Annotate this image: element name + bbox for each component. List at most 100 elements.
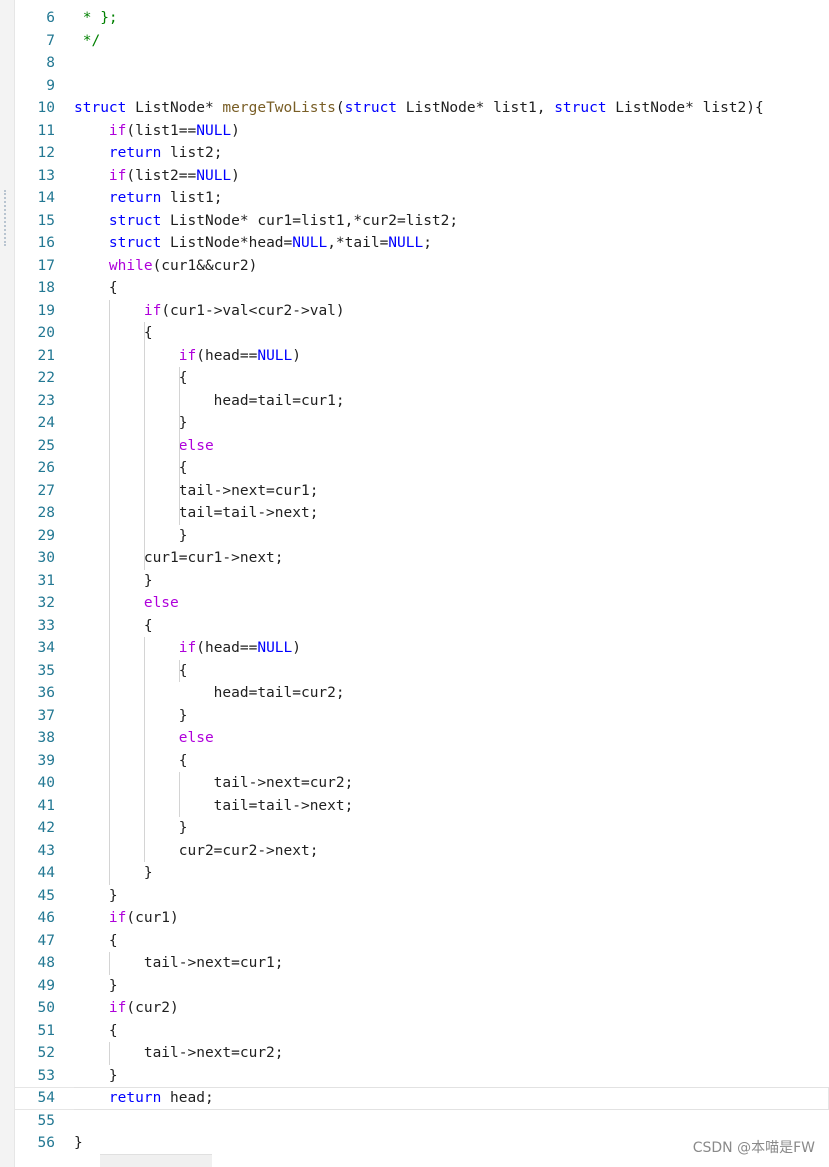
code-line[interactable]: 36 head=tail=cur2; xyxy=(14,682,829,705)
code-line[interactable]: 21 if(head==NULL) xyxy=(14,345,829,368)
code-line[interactable]: 6 * }; xyxy=(14,7,829,30)
indent-guide xyxy=(143,322,145,570)
code-line[interactable]: 8 xyxy=(14,52,829,75)
current-line-highlight xyxy=(74,1087,829,1110)
code-line[interactable]: 55 xyxy=(14,1110,829,1133)
code-text: { xyxy=(74,752,188,769)
code-line[interactable]: 13 if(list2==NULL) xyxy=(14,165,829,188)
code-line[interactable]: 17 while(cur1&&cur2) xyxy=(14,255,829,278)
line-number: 16 xyxy=(37,235,55,251)
code-line[interactable]: 25 else xyxy=(14,435,829,458)
code-line[interactable]: 7 */ xyxy=(14,30,829,53)
code-line[interactable]: 44 } xyxy=(14,862,829,885)
code-line[interactable]: 47 { xyxy=(14,930,829,953)
code-line[interactable]: 14 return list1; xyxy=(14,187,829,210)
code-text: { xyxy=(74,662,188,679)
code-line[interactable]: 38 else xyxy=(14,727,829,750)
code-line[interactable]: 50 if(cur2) xyxy=(14,997,829,1020)
code-line[interactable]: 11 if(list1==NULL) xyxy=(14,120,829,143)
code-line[interactable]: 41 tail=tail->next; xyxy=(14,795,829,818)
code-line[interactable]: 15 struct ListNode* cur1=list1,*cur2=lis… xyxy=(14,210,829,233)
code-line[interactable]: 28 tail=tail->next; xyxy=(14,502,829,525)
code-line[interactable]: 54 return head; xyxy=(14,1087,829,1110)
code-text: while(cur1&&cur2) xyxy=(108,257,258,274)
code-line[interactable]: 32 else xyxy=(14,592,829,615)
code-line[interactable]: 51 { xyxy=(14,1020,829,1043)
line-number: 18 xyxy=(37,280,55,296)
code-text: } xyxy=(74,865,153,881)
code-text: return list2; xyxy=(108,145,223,161)
code-line[interactable]: 24 } xyxy=(14,412,829,435)
code-line[interactable]: 29 } xyxy=(14,525,829,548)
code-line[interactable]: 27 tail->next=cur1; xyxy=(14,480,829,503)
indent-guide xyxy=(143,637,145,862)
code-line[interactable]: 40 tail->next=cur2; xyxy=(14,772,829,795)
line-number: 14 xyxy=(37,190,55,206)
line-number: 50 xyxy=(37,1000,55,1016)
code-line[interactable]: 37 } xyxy=(14,705,829,728)
indent-guide xyxy=(108,952,110,975)
code-text: cur2=cur2->next; xyxy=(74,842,319,859)
code-text: } xyxy=(74,1067,118,1084)
line-number: 19 xyxy=(37,302,55,319)
code-line[interactable]: 42 } xyxy=(14,817,829,840)
code-line[interactable]: 39 { xyxy=(14,750,829,773)
code-text: * }; xyxy=(74,10,118,26)
code-line[interactable]: 26 { xyxy=(14,457,829,480)
code-text: tail->next=cur2; xyxy=(74,1045,284,1061)
fold-indicator[interactable] xyxy=(4,190,10,246)
code-text: { xyxy=(74,1022,118,1039)
code-text: if(list1==NULL) xyxy=(108,122,240,139)
line-number: 45 xyxy=(37,887,55,904)
code-text: return head; xyxy=(108,1090,214,1106)
line-number: 12 xyxy=(37,145,55,161)
code-line[interactable]: 12 return list2; xyxy=(14,142,829,165)
line-number: 11 xyxy=(37,122,55,139)
line-number: 32 xyxy=(37,595,55,611)
code-line[interactable]: 34 if(head==NULL) xyxy=(14,637,829,660)
line-number: 48 xyxy=(37,955,55,971)
line-number: 31 xyxy=(37,572,55,589)
code-line[interactable]: 49 } xyxy=(14,975,829,998)
code-line[interactable]: 22 { xyxy=(14,367,829,390)
code-line[interactable]: 48 tail->next=cur1; xyxy=(14,952,829,975)
code-text: { xyxy=(74,932,118,949)
code-line[interactable]: 19 if(cur1->val<cur2->val) xyxy=(14,300,829,323)
line-number: 37 xyxy=(37,707,55,724)
code-line[interactable]: 52 tail->next=cur2; xyxy=(14,1042,829,1065)
code-text: struct ListNode* cur1=list1,*cur2=list2; xyxy=(108,212,459,229)
line-number: 41 xyxy=(37,797,55,814)
code-text: tail->next=cur1; xyxy=(74,482,319,499)
code-line[interactable]: 53 } xyxy=(14,1065,829,1088)
indent-guide xyxy=(178,659,180,682)
code-line[interactable]: 30 cur1=cur1->next; xyxy=(14,547,829,570)
line-number: 53 xyxy=(37,1067,55,1084)
code-line[interactable]: 18 { xyxy=(14,277,829,300)
line-number: 20 xyxy=(37,325,55,341)
horizontal-scrollbar[interactable] xyxy=(100,1154,212,1167)
code-text: else xyxy=(178,730,214,746)
editor-left-margin xyxy=(0,0,15,1167)
code-line[interactable]: 33 { xyxy=(14,615,829,638)
line-number: 44 xyxy=(37,865,55,881)
code-line[interactable]: 56} xyxy=(14,1132,829,1155)
code-text: return list1; xyxy=(108,190,223,206)
code-line[interactable]: 46 if(cur1) xyxy=(14,907,829,930)
code-text: } xyxy=(74,707,188,724)
code-text: if(cur1) xyxy=(108,910,179,926)
code-line[interactable]: 35 { xyxy=(14,660,829,683)
line-number: 40 xyxy=(37,775,55,791)
line-number: 51 xyxy=(37,1022,55,1039)
code-line[interactable]: 43 cur2=cur2->next; xyxy=(14,840,829,863)
indent-guide xyxy=(108,299,110,885)
code-line[interactable]: 45 } xyxy=(14,885,829,908)
code-line[interactable]: 20 { xyxy=(14,322,829,345)
code-line[interactable]: 23 head=tail=cur1; xyxy=(14,390,829,413)
code-line[interactable]: 9 xyxy=(14,75,829,98)
line-number: 55 xyxy=(37,1112,55,1129)
code-text: if(head==NULL) xyxy=(178,347,301,364)
code-line[interactable]: 31 } xyxy=(14,570,829,593)
code-line[interactable]: 16 struct ListNode*head=NULL,*tail=NULL; xyxy=(14,232,829,255)
